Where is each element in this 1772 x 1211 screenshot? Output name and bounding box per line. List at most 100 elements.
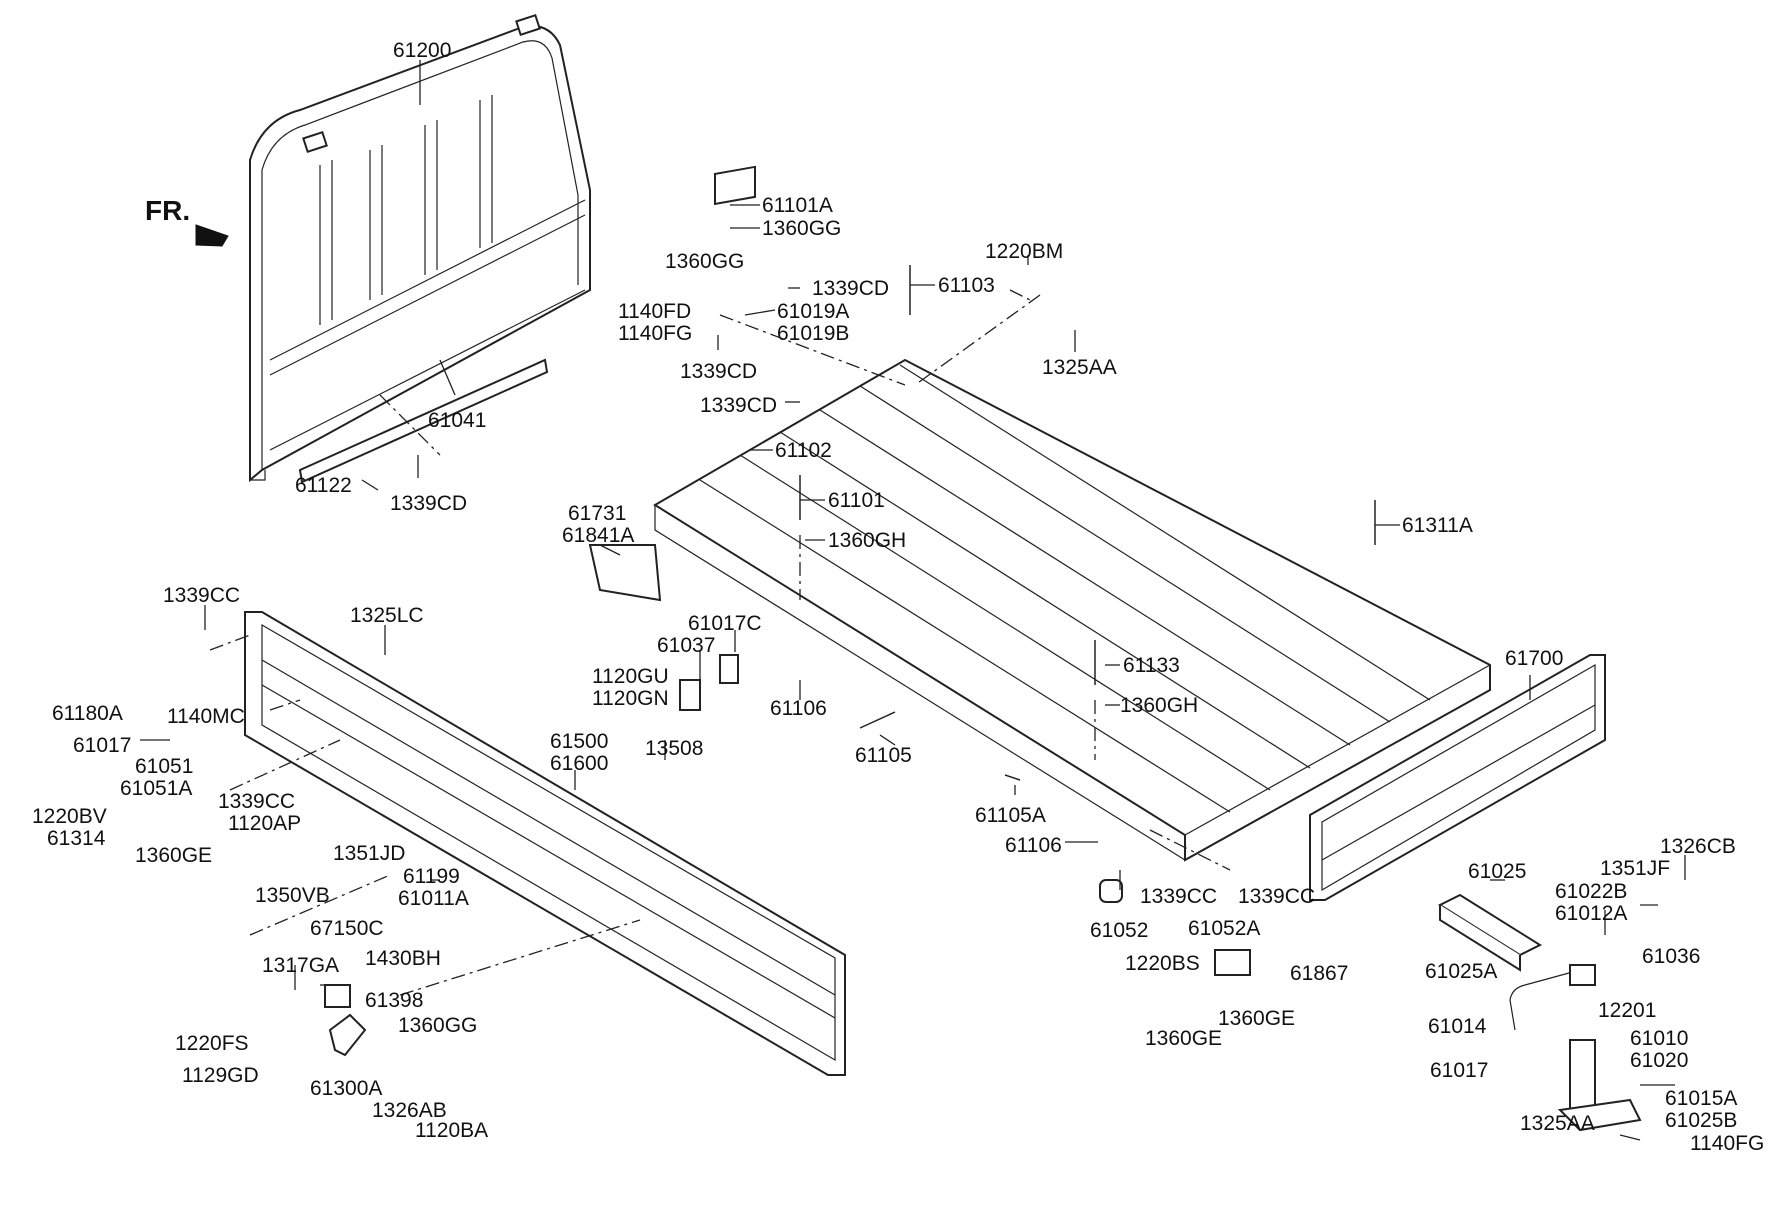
- label-61011a: 61011A: [398, 887, 469, 910]
- label-61010: 61010: [1630, 1027, 1688, 1050]
- label-13508: 13508: [645, 737, 703, 760]
- label-1339cc: 1339CC: [163, 584, 240, 607]
- label-1220bv: 1220BV: [32, 805, 107, 828]
- label-61867: 61867: [1290, 962, 1348, 985]
- label-61500: 61500: [550, 730, 608, 753]
- label-61105a: 61105A: [975, 804, 1046, 827]
- tail-latch-assembly: [1437, 893, 1642, 1132]
- label-1120ba: 1120BA: [415, 1119, 488, 1142]
- label-1220bm: 1220BM: [985, 240, 1063, 263]
- label-61841a: 61841A: [562, 524, 634, 547]
- label-61122: 61122: [295, 474, 352, 497]
- bed-platform: [653, 358, 1491, 862]
- label-61017: 61017: [73, 734, 131, 757]
- label-61017c: 61017C: [688, 612, 762, 635]
- label-1350vb: 1350VB: [255, 884, 330, 907]
- label-1140fd: 1140FD: [618, 300, 691, 323]
- label-1339cd-3: 1339CD: [680, 360, 757, 383]
- label-1325lc: 1325LC: [350, 604, 424, 627]
- label-61012a: 61012A: [1555, 902, 1627, 925]
- label-1120gn: 1120GN: [592, 687, 669, 710]
- label-61600: 61600: [550, 752, 608, 775]
- label-61025a: 61025A: [1425, 960, 1497, 983]
- label-1317ga: 1317GA: [262, 954, 339, 977]
- label-1360gg: 1360GG: [762, 217, 841, 240]
- label-61017-2: 61017: [1430, 1059, 1488, 1082]
- label-61398: 61398: [365, 989, 423, 1012]
- label-61052a: 61052A: [1188, 917, 1260, 940]
- front-arrow-icon: [195, 224, 229, 247]
- label-61103: 61103: [938, 274, 995, 297]
- hinge-brackets: [588, 165, 1251, 976]
- label-1339cc-2: 1339CC: [218, 790, 295, 813]
- leader-lines: [140, 60, 1686, 1141]
- label-1360gh-2: 1360GH: [1120, 694, 1198, 717]
- label-1339cd-4: 1339CD: [700, 394, 777, 417]
- label-1120ap: 1120AP: [228, 812, 301, 835]
- label-1326ab: 1326AB: [372, 1099, 447, 1122]
- label-61019a: 61019A: [777, 300, 849, 323]
- label-1325aa: 1325AA: [1042, 356, 1117, 379]
- label-1326cb: 1326CB: [1660, 835, 1736, 858]
- label-61101a: 61101A: [762, 194, 833, 217]
- label-1325aa-2: 1325AA: [1520, 1112, 1595, 1135]
- label-61133: 61133: [1123, 654, 1180, 677]
- label-61051: 61051: [135, 755, 193, 778]
- label-1339cd-2: 1339CD: [812, 277, 889, 300]
- label-61731: 61731: [568, 502, 626, 525]
- label-61020: 61020: [1630, 1049, 1688, 1072]
- label-61101: 61101: [828, 489, 885, 512]
- front-direction-indicator: FR.: [145, 195, 229, 247]
- label-61199: 61199: [403, 865, 460, 888]
- label-1339cc-3: 1339CC: [1140, 885, 1217, 908]
- assembly-lines: [209, 289, 1231, 996]
- long-bolts: [799, 265, 1376, 781]
- label-61311a: 61311A: [1402, 514, 1473, 537]
- label-61300a: 61300A: [310, 1077, 382, 1100]
- label-61052: 61052: [1090, 919, 1148, 942]
- label-61700: 61700: [1505, 647, 1563, 670]
- label-61180a: 61180A: [52, 702, 123, 725]
- label-1140fg-2: 1140FG: [1690, 1132, 1764, 1155]
- label-61106-2: 61106: [1005, 834, 1062, 857]
- label-12201: 12201: [1598, 999, 1656, 1022]
- label-1339cc-4: 1339CC: [1238, 885, 1315, 908]
- label-1351jd: 1351JD: [333, 842, 405, 865]
- label-61105: 61105: [855, 744, 912, 767]
- label-1360gg-2: 1360GG: [665, 250, 744, 273]
- label-61041: 61041: [428, 409, 486, 432]
- label-61200: 61200: [393, 39, 451, 62]
- label-1220fs: 1220FS: [175, 1032, 249, 1055]
- label-61022b: 61022B: [1555, 880, 1627, 903]
- label-1360ge: 1360GE: [135, 844, 212, 867]
- label-61102: 61102: [775, 439, 832, 462]
- label-67150c: 67150C: [310, 917, 384, 940]
- label-61036: 61036: [1642, 945, 1700, 968]
- label-61025b: 61025B: [1665, 1109, 1737, 1132]
- part-labels: 61200 61041 61122 1339CD 61101A 1360GG 1…: [32, 39, 1764, 1155]
- direction-label: FR.: [145, 195, 190, 226]
- label-61014: 61014: [1428, 1015, 1487, 1038]
- label-61025: 61025: [1468, 860, 1526, 883]
- tail-gate: [1309, 654, 1606, 901]
- label-61037: 61037: [657, 634, 715, 657]
- label-1140mc: 1140MC: [167, 705, 245, 728]
- label-1351jf: 1351JF: [1600, 857, 1670, 880]
- label-61019b: 61019B: [777, 322, 849, 345]
- label-61051a: 61051A: [120, 777, 192, 800]
- label-1430bh: 1430BH: [365, 947, 441, 970]
- label-1129gd: 1129GD: [182, 1064, 259, 1087]
- label-1220bs: 1220BS: [1125, 952, 1200, 975]
- label-1140fg: 1140FG: [618, 322, 692, 345]
- gate-lock-assembly: [324, 984, 367, 1057]
- label-61106: 61106: [770, 697, 827, 720]
- left-side-gate: [244, 611, 846, 1076]
- label-61314: 61314: [47, 827, 106, 850]
- label-1360ge-2: 1360GE: [1145, 1027, 1222, 1050]
- label-1360gh: 1360GH: [828, 529, 906, 552]
- label-1360gg-3: 1360GG: [398, 1014, 477, 1037]
- headboard-guard: [249, 13, 591, 484]
- label-1360ge-3: 1360GE: [1218, 1007, 1295, 1030]
- label-61015a: 61015A: [1665, 1087, 1737, 1110]
